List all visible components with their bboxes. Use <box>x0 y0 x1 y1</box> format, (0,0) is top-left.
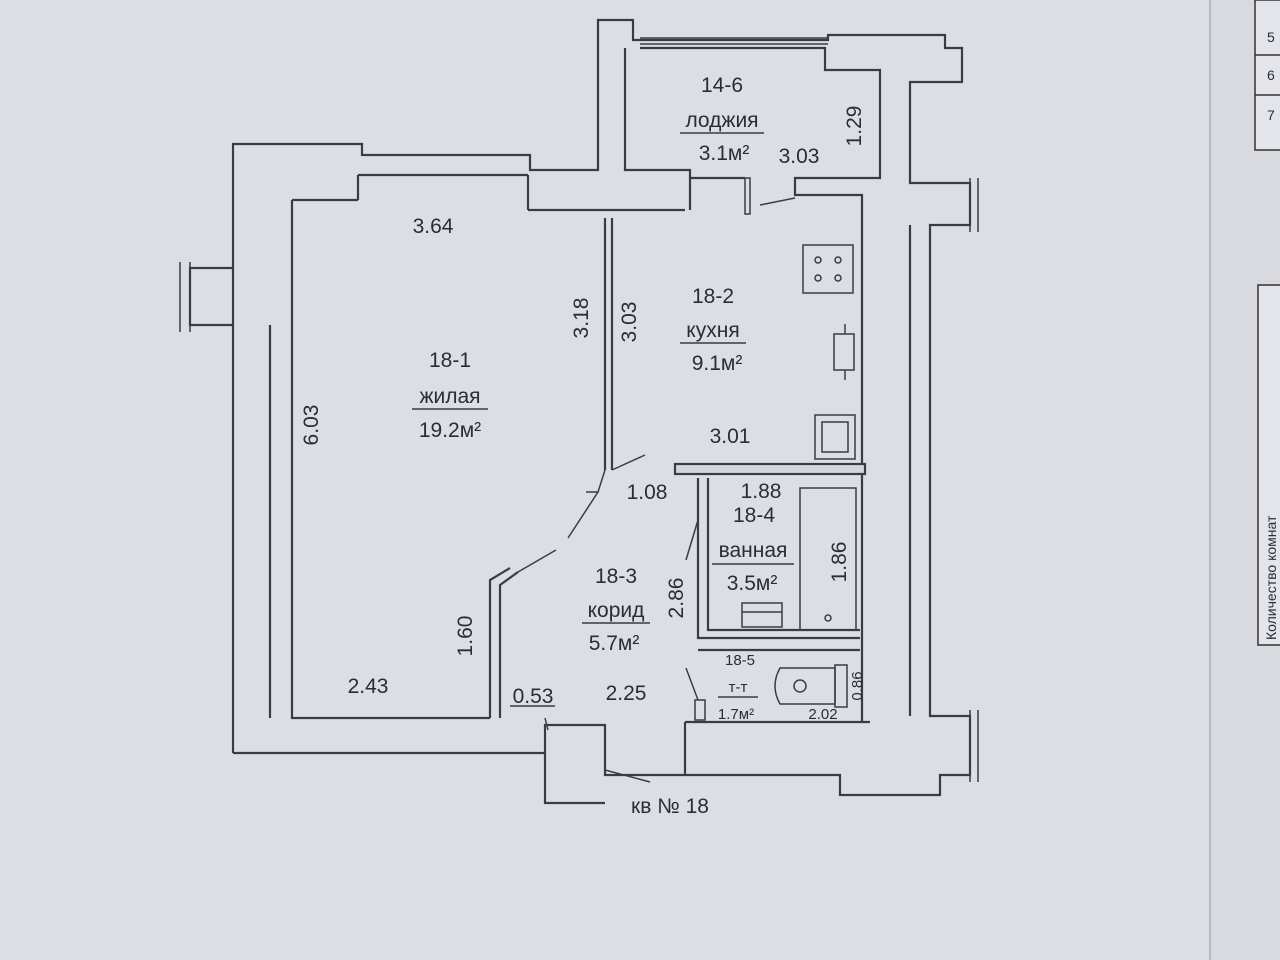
kitchen-sink-icon <box>833 324 855 380</box>
room-loggia-area: 3.1м² <box>699 142 750 165</box>
washbasin-icon <box>741 602 783 628</box>
room-kitchen-area: 9.1м² <box>692 352 743 375</box>
room-corridor-area: 5.7м² <box>589 632 640 655</box>
room-toilet-area: 1.7м² <box>718 706 754 723</box>
dim-bath-width: 1.88 <box>741 480 782 503</box>
dim-living-right-upper: 3.18 <box>570 298 593 339</box>
dimensions: 3.64 6.03 2.43 1.60 3.18 3.03 3.01 3.03 … <box>300 106 866 723</box>
room-loggia: 14-6 лоджия 3.1м² <box>680 74 764 165</box>
partitions <box>488 218 867 783</box>
side-table-row-5: 5 <box>1267 29 1275 45</box>
dim-door-opening: 1.08 <box>627 481 668 504</box>
dim-living-top: 3.64 <box>413 215 454 238</box>
side-vertical-label: Количество комнат <box>1263 515 1279 640</box>
room-bathroom: 18-4 ванная 3.5м² <box>712 504 794 595</box>
room-loggia-id: 14-6 <box>701 74 743 97</box>
dim-toilet-width: 2.02 <box>808 706 837 723</box>
dim-toilet-depth: 0.86 <box>849 671 866 700</box>
fixtures <box>741 244 857 708</box>
room-bathroom-name: ванная <box>719 539 788 562</box>
room-living-id: 18-1 <box>429 349 471 372</box>
toilet-icon <box>774 664 848 708</box>
refrigerator-icon <box>814 414 856 460</box>
room-kitchen-name: кухня <box>686 319 739 342</box>
room-toilet: 18-5 т-т 1.7м² <box>718 652 758 723</box>
dim-corridor-step: 0.53 <box>513 685 554 708</box>
loggia <box>623 37 882 215</box>
room-corridor: 18-3 корид 5.7м² <box>582 565 650 655</box>
dim-kitchen-bottom: 3.01 <box>710 425 751 448</box>
room-corridor-id: 18-3 <box>595 565 637 588</box>
room-living-name: жилая <box>419 385 480 408</box>
outer-walls <box>179 18 979 805</box>
room-loggia-name: лоджия <box>685 109 758 132</box>
apartment-label: кв № 18 <box>631 795 709 818</box>
dim-loggia-depth: 1.29 <box>843 106 866 147</box>
room-corridor-name: корид <box>588 599 645 622</box>
room-living: 18-1 жилая 19.2м² <box>412 349 488 442</box>
room-bathroom-id: 18-4 <box>733 504 775 527</box>
side-table-row-6: 6 <box>1267 67 1275 83</box>
dim-living-bottom: 2.43 <box>348 675 389 698</box>
room-kitchen-id: 18-2 <box>692 285 734 308</box>
stove-icon <box>802 244 854 294</box>
room-living-area: 19.2м² <box>419 419 481 442</box>
dim-corridor-left: 2.86 <box>665 578 688 619</box>
room-toilet-id: 18-5 <box>725 652 755 669</box>
room-toilet-name: т-т <box>729 679 748 696</box>
room-bathroom-area: 3.5м² <box>727 572 778 595</box>
side-table: 5 6 7 Количество комнат <box>1254 0 1280 646</box>
room-kitchen: 18-2 кухня 9.1м² <box>680 285 746 375</box>
dim-kitchen-left: 3.03 <box>618 302 641 343</box>
dim-living-right-lower: 1.60 <box>454 616 477 657</box>
dim-living-left: 6.03 <box>300 405 323 446</box>
side-table-row-7: 7 <box>1267 107 1275 123</box>
dim-corridor-bottom: 2.25 <box>606 682 647 705</box>
dim-bath-depth: 1.86 <box>828 542 851 583</box>
dim-loggia-width: 3.03 <box>779 145 820 168</box>
bathtub-icon <box>799 487 857 631</box>
